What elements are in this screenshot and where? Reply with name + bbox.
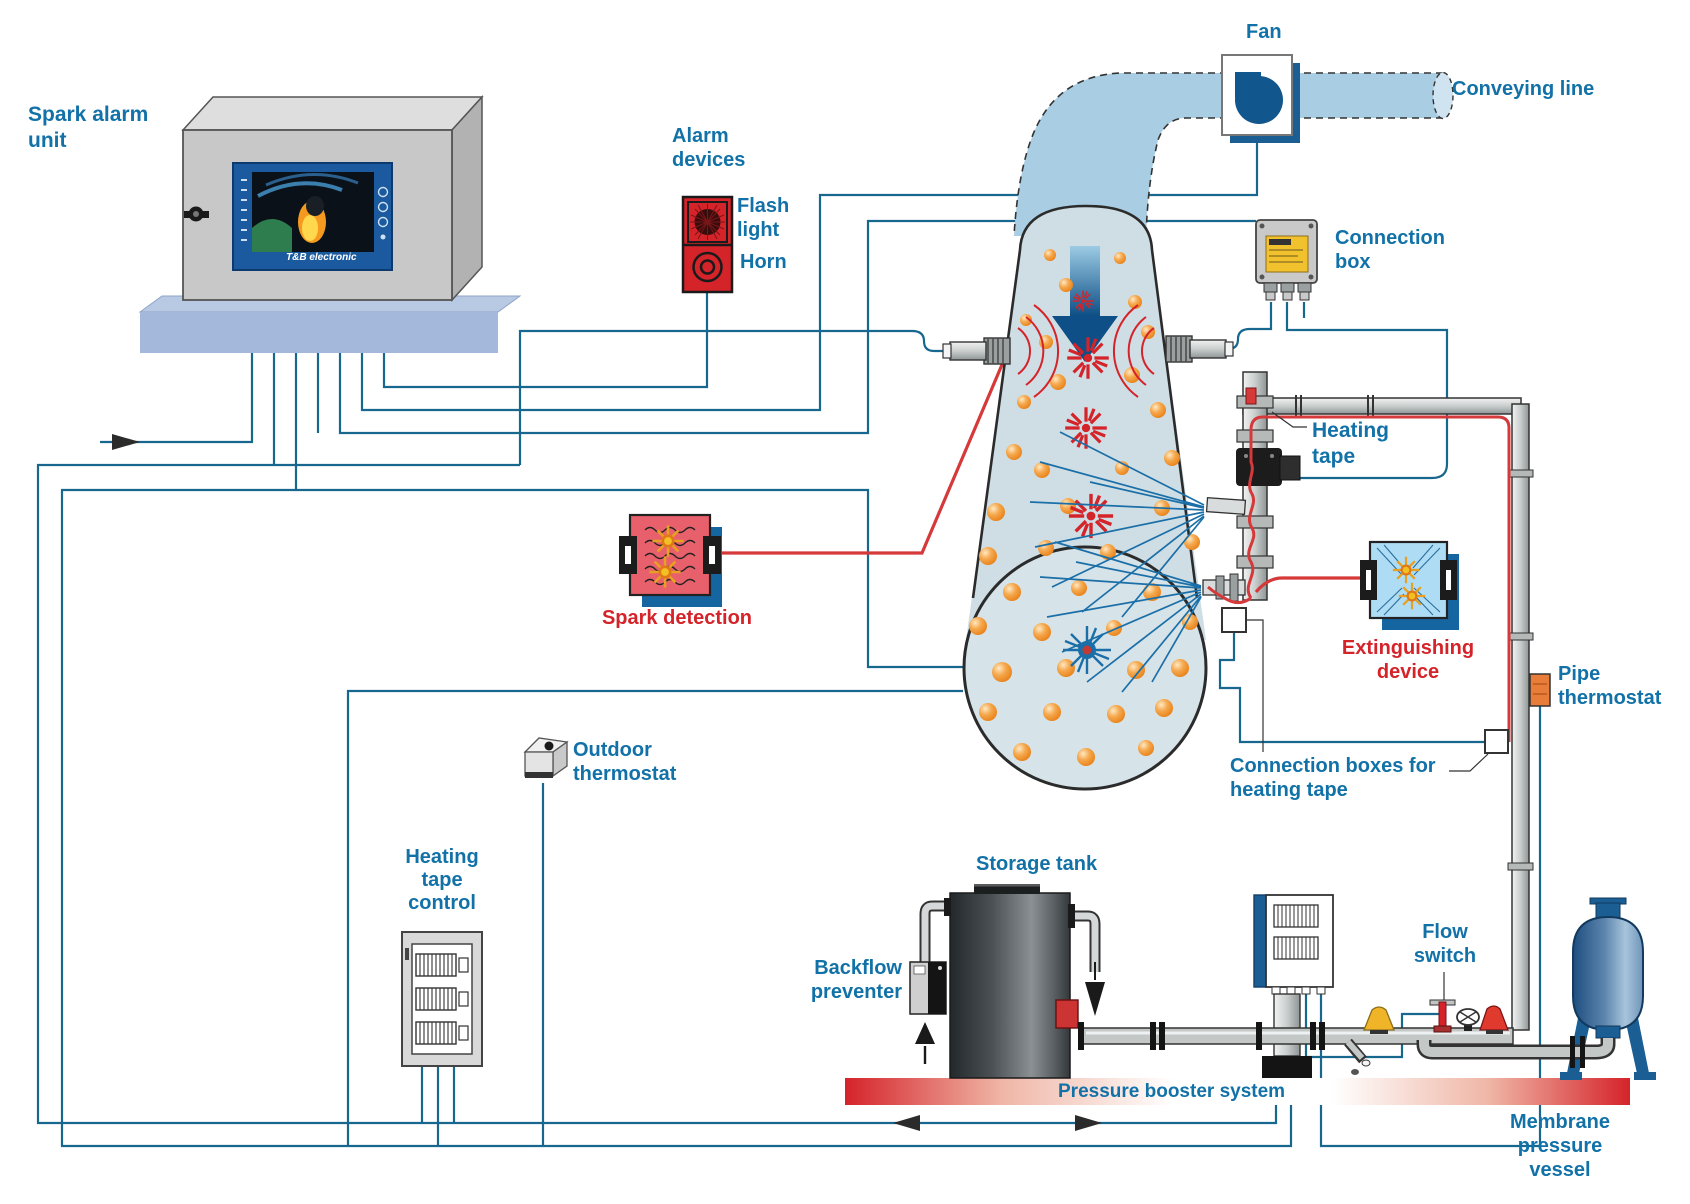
label-extinguishing-device: Extinguishing device xyxy=(1341,637,1475,683)
label-backflow-preventer: Backflow preventer xyxy=(810,957,902,1003)
wire-alarm-devices xyxy=(382,292,709,389)
booster-pipework xyxy=(1078,972,1514,1075)
spark-detection-device xyxy=(619,513,722,607)
spark-sensor-left xyxy=(942,337,1011,365)
flow-up-arrow-icon xyxy=(915,1022,935,1044)
label-pressure-booster-system: Pressure booster system xyxy=(1058,1081,1286,1102)
screen-brand-text: T&B electronic xyxy=(286,252,357,263)
detection-waves xyxy=(1017,304,1155,398)
pipe-thermostat-icon xyxy=(1529,673,1551,707)
membrane-pressure-vessel-device xyxy=(1416,897,1656,1080)
spark-alarm-unit-device xyxy=(138,95,522,353)
outdoor-thermostat-device xyxy=(523,737,569,778)
spark-sensor-right xyxy=(1165,335,1234,363)
heating-tape-connection-box-1 xyxy=(1221,607,1247,633)
supply-piping xyxy=(1202,371,1551,1031)
extinguish-signal-line xyxy=(1254,576,1370,594)
heating-tape-control-device xyxy=(401,931,483,1067)
label-pipe-thermostat: Pipe thermostat xyxy=(1558,663,1662,709)
wire-input-stub xyxy=(100,353,254,444)
flow-down-arrow-icon xyxy=(1052,246,1118,362)
label-heating-tape-control: Heating tape control xyxy=(405,846,479,914)
cable-glands xyxy=(1263,282,1312,301)
label-conveying-line: Conveying line xyxy=(1452,78,1595,100)
breaker-rows xyxy=(415,953,469,1045)
spark-detection-signal-line xyxy=(721,359,1006,555)
label-fan: Fan xyxy=(1246,21,1282,43)
label-membrane-pressure-vessel: Membrane pressure vessel xyxy=(1509,1111,1611,1181)
door-handle-icon xyxy=(184,206,209,222)
label-spark-alarm-unit: Spark alarm unit xyxy=(28,103,149,152)
booster-pump-unit xyxy=(1253,894,1334,1078)
wire-conn-squares xyxy=(1218,632,1485,744)
label-connection-box: Connection box xyxy=(1335,227,1445,273)
label-spark-detection: Spark detection xyxy=(601,607,753,629)
label-outdoor-thermostat: Outdoor thermostat xyxy=(573,739,677,785)
wire-loop-left-2 xyxy=(60,488,1293,1148)
label-flash-light: Flash light xyxy=(737,195,790,241)
label-connection-boxes-heating-tape: Connection boxes for heating tape xyxy=(1230,755,1436,801)
label-alarm-devices: Alarm devices xyxy=(672,125,746,171)
label-storage-tank: Storage tank xyxy=(976,853,1098,875)
pressure-booster-platform xyxy=(845,1078,1630,1105)
arrow-right-icon xyxy=(1075,1115,1102,1131)
valve-yellow-icon xyxy=(1363,1006,1395,1034)
label-horn: Horn xyxy=(740,251,787,273)
arrow-right-icon xyxy=(112,434,140,450)
connection-box-device xyxy=(1255,219,1318,301)
wire-heating-circuit xyxy=(346,689,963,1146)
heating-tape-line xyxy=(1207,415,1511,742)
wire-connection-box xyxy=(338,219,1256,435)
fan-icon xyxy=(1235,72,1283,124)
fan-unit xyxy=(1221,54,1300,143)
wire-harness xyxy=(36,142,1542,1148)
wire-sensor-left xyxy=(518,329,946,465)
valve-red-icon xyxy=(1479,1005,1509,1034)
horn-icon xyxy=(692,251,723,283)
conveying-line-duct xyxy=(1013,71,1454,237)
extinguishing-spray xyxy=(1029,431,1205,693)
wire-pipe-thermostat xyxy=(1319,706,1542,1148)
display-screen xyxy=(232,162,393,271)
flow-switch-icon xyxy=(1429,999,1456,1033)
wire-solenoid xyxy=(1284,302,1449,480)
flow-down-arrow-icon xyxy=(1085,982,1105,1016)
label-heating-tape: Heating tape xyxy=(1312,419,1390,468)
arrow-left-icon xyxy=(893,1115,920,1131)
wire-arrows xyxy=(112,434,1102,1131)
flash-light-icon xyxy=(687,201,728,243)
heating-tape-connection-box-2 xyxy=(1484,729,1509,754)
extinguished-spark-icon xyxy=(1063,626,1111,674)
alarm-devices-device xyxy=(681,195,734,294)
extinguishing-device xyxy=(1360,540,1459,630)
backflow-preventer-device xyxy=(909,961,947,1064)
detection-pipe xyxy=(962,204,1208,791)
label-flow-switch: Flow switch xyxy=(1413,921,1477,967)
storage-tank-device xyxy=(919,884,1105,1079)
wire-fan xyxy=(360,142,1259,412)
conveying-line-end xyxy=(1432,71,1454,120)
solenoid-valve-icon xyxy=(1236,448,1301,486)
gauge-icon xyxy=(1456,1008,1480,1031)
